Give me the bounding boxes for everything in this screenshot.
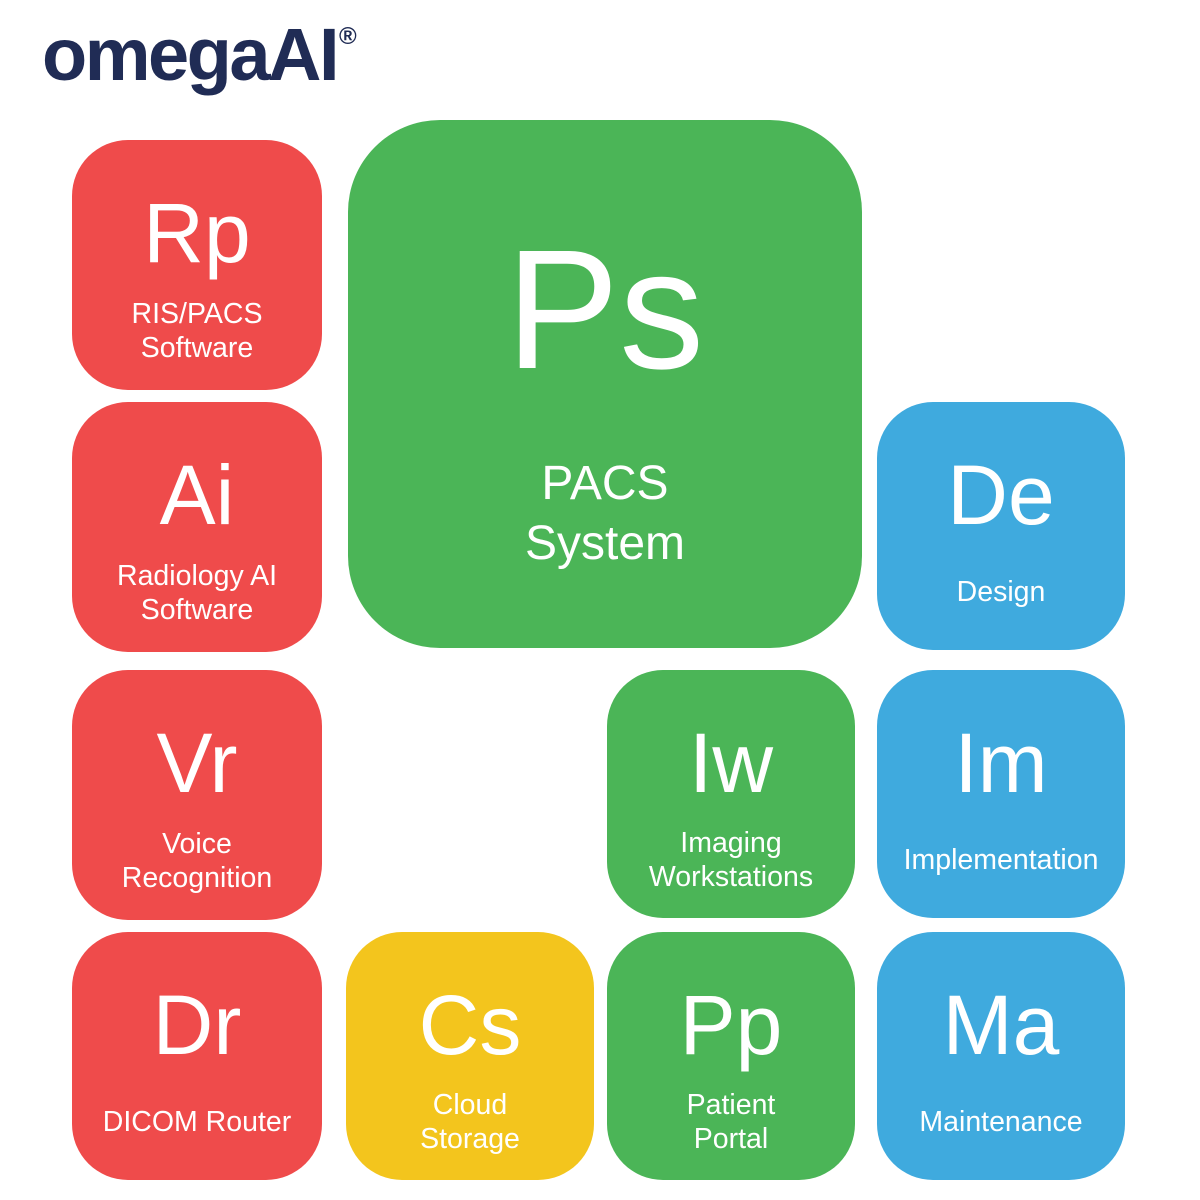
tile-symbol: Ma (942, 977, 1060, 1072)
tile-symbol: Vr (156, 715, 238, 810)
tile-label: Cloud Storage (420, 1088, 520, 1155)
tile-label: Patient Portal (686, 1088, 776, 1155)
tile-label: Imaging Workstations (648, 826, 814, 893)
tile-label: RIS/PACS Software (131, 297, 263, 364)
tile-label: Voice Recognition (121, 827, 273, 894)
tile-symbol: Ai (159, 447, 235, 542)
tile-label: Radiology AI Software (116, 559, 278, 626)
tile-label: Implementation (903, 843, 1099, 876)
tile-symbol: Cs (418, 977, 522, 1072)
tile-symbol: Pp (679, 977, 783, 1072)
tile-label: Maintenance (919, 1105, 1083, 1138)
tile-symbol: De (947, 447, 1055, 542)
registered-trademark-icon: ® (339, 23, 357, 50)
brand-logo: omegaAI® (42, 12, 357, 97)
tile-symbol: Rp (143, 185, 251, 280)
tile-symbol: Im (954, 715, 1048, 810)
tile-label: Design (956, 575, 1046, 608)
tile-symbol: Ps (505, 215, 705, 405)
tile-symbol: Dr (152, 977, 242, 1072)
tile-symbol: Iw (689, 715, 773, 810)
logo-text: omegaAI (42, 13, 340, 96)
tile-label: DICOM Router (102, 1105, 292, 1138)
tile-label: PACS System (524, 456, 686, 570)
